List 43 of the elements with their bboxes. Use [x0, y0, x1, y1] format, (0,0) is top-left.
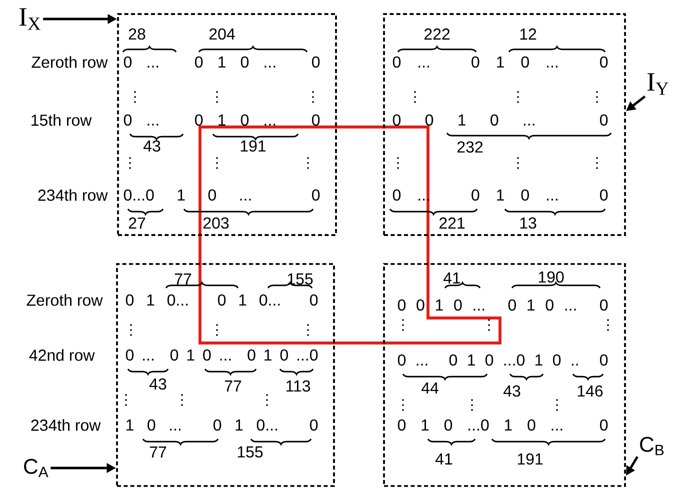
bit-count: 191: [240, 140, 266, 152]
bit-count: 77: [224, 380, 242, 392]
bit-count: 155: [238, 446, 263, 458]
bit-row: 1 0 ... 0 1 0... 0: [126, 419, 318, 431]
bit-row: 0...0 1 0 ... 0: [124, 189, 320, 201]
bit-row: 0 0 1 0 ... 0: [392, 114, 608, 126]
bit-count: 77: [174, 274, 192, 284]
bit-row: 0 1 0... 0 1 0... 0: [126, 294, 318, 306]
bit-count: 146: [578, 385, 603, 397]
bit-count: 12: [520, 28, 536, 40]
bit-row: 0 ... 0 1 0 ... 0: [392, 56, 608, 68]
bit-count: 203: [203, 217, 229, 229]
bit-row: 0 ... 0 1 0 ... 0: [124, 56, 320, 68]
symbol-label: I$_{X}$: [19, 8, 41, 30]
bit-count: 190: [538, 271, 564, 283]
bit-count: 222: [424, 28, 450, 40]
bit-row: 0 ... 0 1 0 ...0 1 0 .. 0: [398, 354, 608, 366]
bit-count: 41: [443, 272, 460, 284]
row-label: 15th row: [32, 114, 92, 126]
bit-count: 232: [457, 141, 483, 153]
row-label: 42nd row: [29, 349, 95, 361]
bit-count: 44: [421, 382, 438, 394]
bit-count: 41: [435, 454, 452, 464]
bit-count: 77: [150, 446, 166, 458]
bit-row: 0 0 1 0 ... 0 1 0 ... 0: [398, 299, 608, 311]
symbol-label: C$_{A}$: [24, 458, 48, 478]
bit-row: 0 ... 0 1 0 ... 0: [124, 114, 320, 126]
bit-count: 191: [518, 453, 543, 465]
bit-count: 28: [128, 28, 146, 40]
bit-count: 113: [286, 380, 310, 392]
bit-count: 204: [209, 28, 235, 40]
bit-count: 43: [143, 140, 160, 152]
bit-row: 0 1 0 ...0 1 0 ... 0: [398, 419, 608, 431]
bit-count: 27: [128, 217, 146, 229]
bit-count: 155: [288, 273, 313, 285]
bit-count: 13: [520, 217, 536, 229]
bit-count: 221: [439, 217, 465, 229]
bit-count: 43: [149, 378, 166, 390]
bit-count: 43: [503, 385, 520, 397]
row-label: 234th row: [31, 419, 101, 431]
symbol-label: C$_{B}$: [640, 436, 664, 456]
symbol-label: I$_{Y}$: [647, 73, 668, 95]
bit-row: 0 ... 0 1 0 ... 0 1 0 ...0: [126, 349, 318, 361]
